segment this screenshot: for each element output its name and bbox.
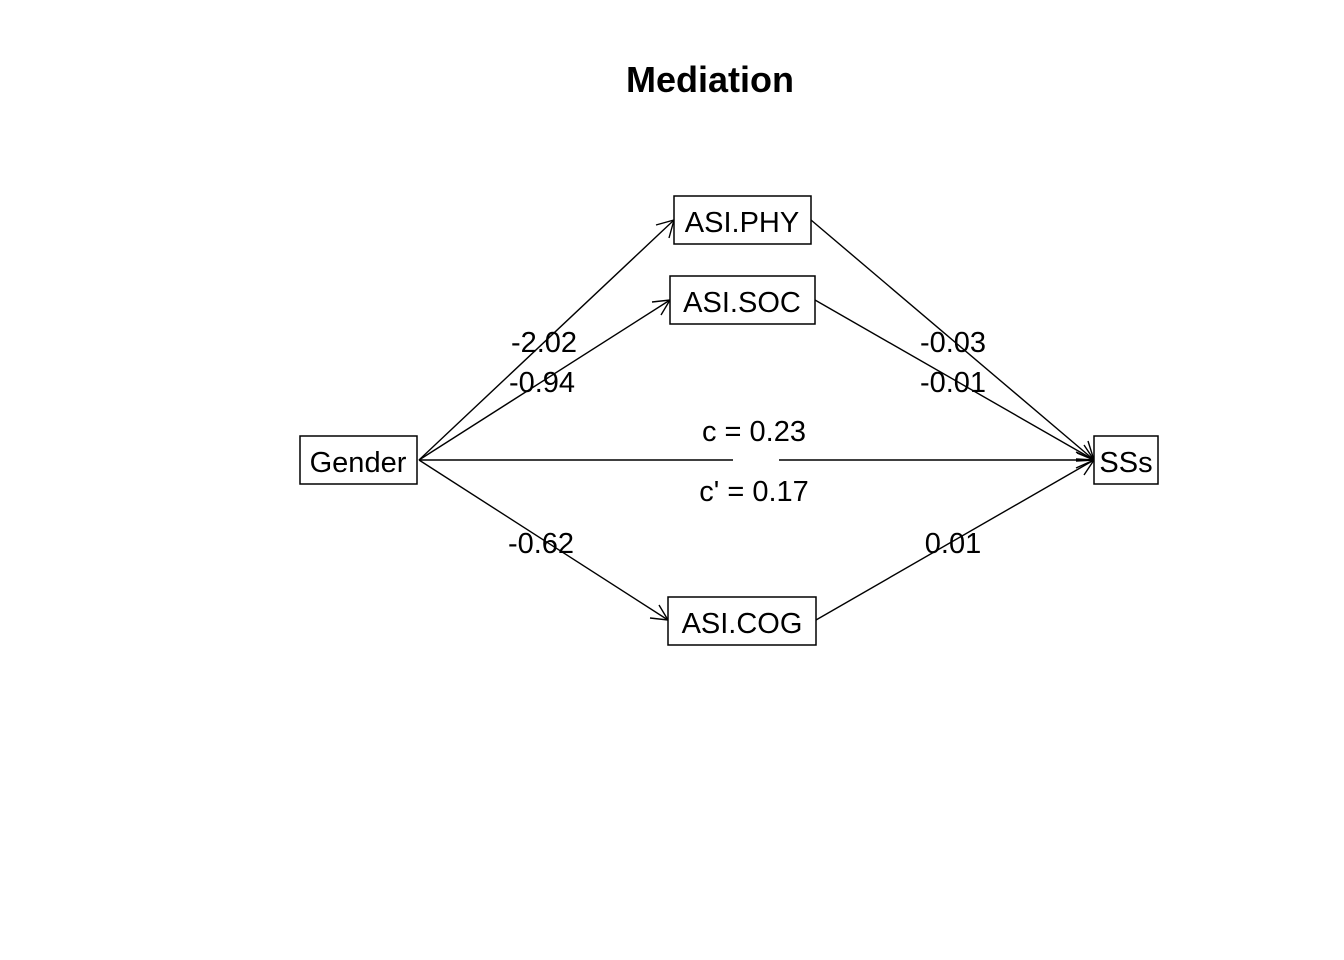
node-asi-soc: ASI.SOC (669, 275, 816, 325)
coef-a-soc: -0.94 (509, 367, 575, 399)
node-label: Gender (310, 447, 407, 479)
edge-gender-asi-cog (418, 459, 669, 621)
edge-gender-asi-phy (418, 219, 675, 461)
node-label: SSs (1099, 447, 1152, 479)
coef-c-direct: c' = 0.17 (699, 476, 809, 508)
node-label: ASI.SOC (683, 287, 801, 319)
node-asi-cog: ASI.COG (667, 596, 817, 646)
coef-c-total: c = 0.23 (702, 416, 806, 448)
edge-asi-phy-sss (810, 219, 1095, 461)
node-label: ASI.PHY (685, 207, 799, 239)
coef-b-phy: -0.03 (920, 327, 986, 359)
edges (418, 218, 1096, 621)
edge-asi-soc-sss (814, 299, 1095, 461)
path-coefficients: -2.02 -0.94 -0.62 -0.03 -0.01 0.01 c = 0… (508, 327, 986, 560)
edge-asi-cog-sss (815, 459, 1095, 621)
coef-a-phy: -2.02 (511, 327, 577, 359)
node-box (667, 596, 817, 646)
node-box (669, 275, 816, 325)
node-box (673, 195, 812, 245)
node-label: ASI.COG (682, 608, 803, 640)
edge-gender-asi-soc (418, 299, 671, 461)
node-asi-phy: ASI.PHY (673, 195, 812, 245)
coef-b-cog: 0.01 (925, 528, 981, 560)
diagram-title: Mediation (626, 59, 794, 100)
node-sss: SSs (1093, 435, 1159, 485)
coef-a-cog: -0.62 (508, 528, 574, 560)
node-box (299, 435, 418, 485)
node-box (1093, 435, 1159, 485)
node-gender: Gender (299, 435, 418, 485)
coef-b-soc: -0.01 (920, 367, 986, 399)
